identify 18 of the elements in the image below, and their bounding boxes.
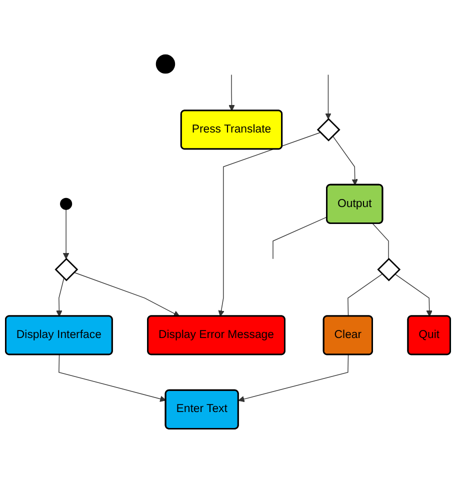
arrow [228,74,235,112]
connector [272,216,328,260]
arrow [62,208,70,260]
arrow [325,74,332,120]
arrow [218,132,321,317]
arrow [332,136,358,186]
connector [348,274,383,317]
arrow [58,354,166,402]
arrow [74,272,180,317]
arrow [238,354,349,402]
connector [372,223,389,260]
node-diamond [377,258,401,282]
node-circle [60,198,72,210]
node-diamond [316,118,340,142]
arrow [394,274,432,317]
node-diamond [54,258,78,282]
node-circle [156,54,176,74]
arrow [56,278,64,317]
